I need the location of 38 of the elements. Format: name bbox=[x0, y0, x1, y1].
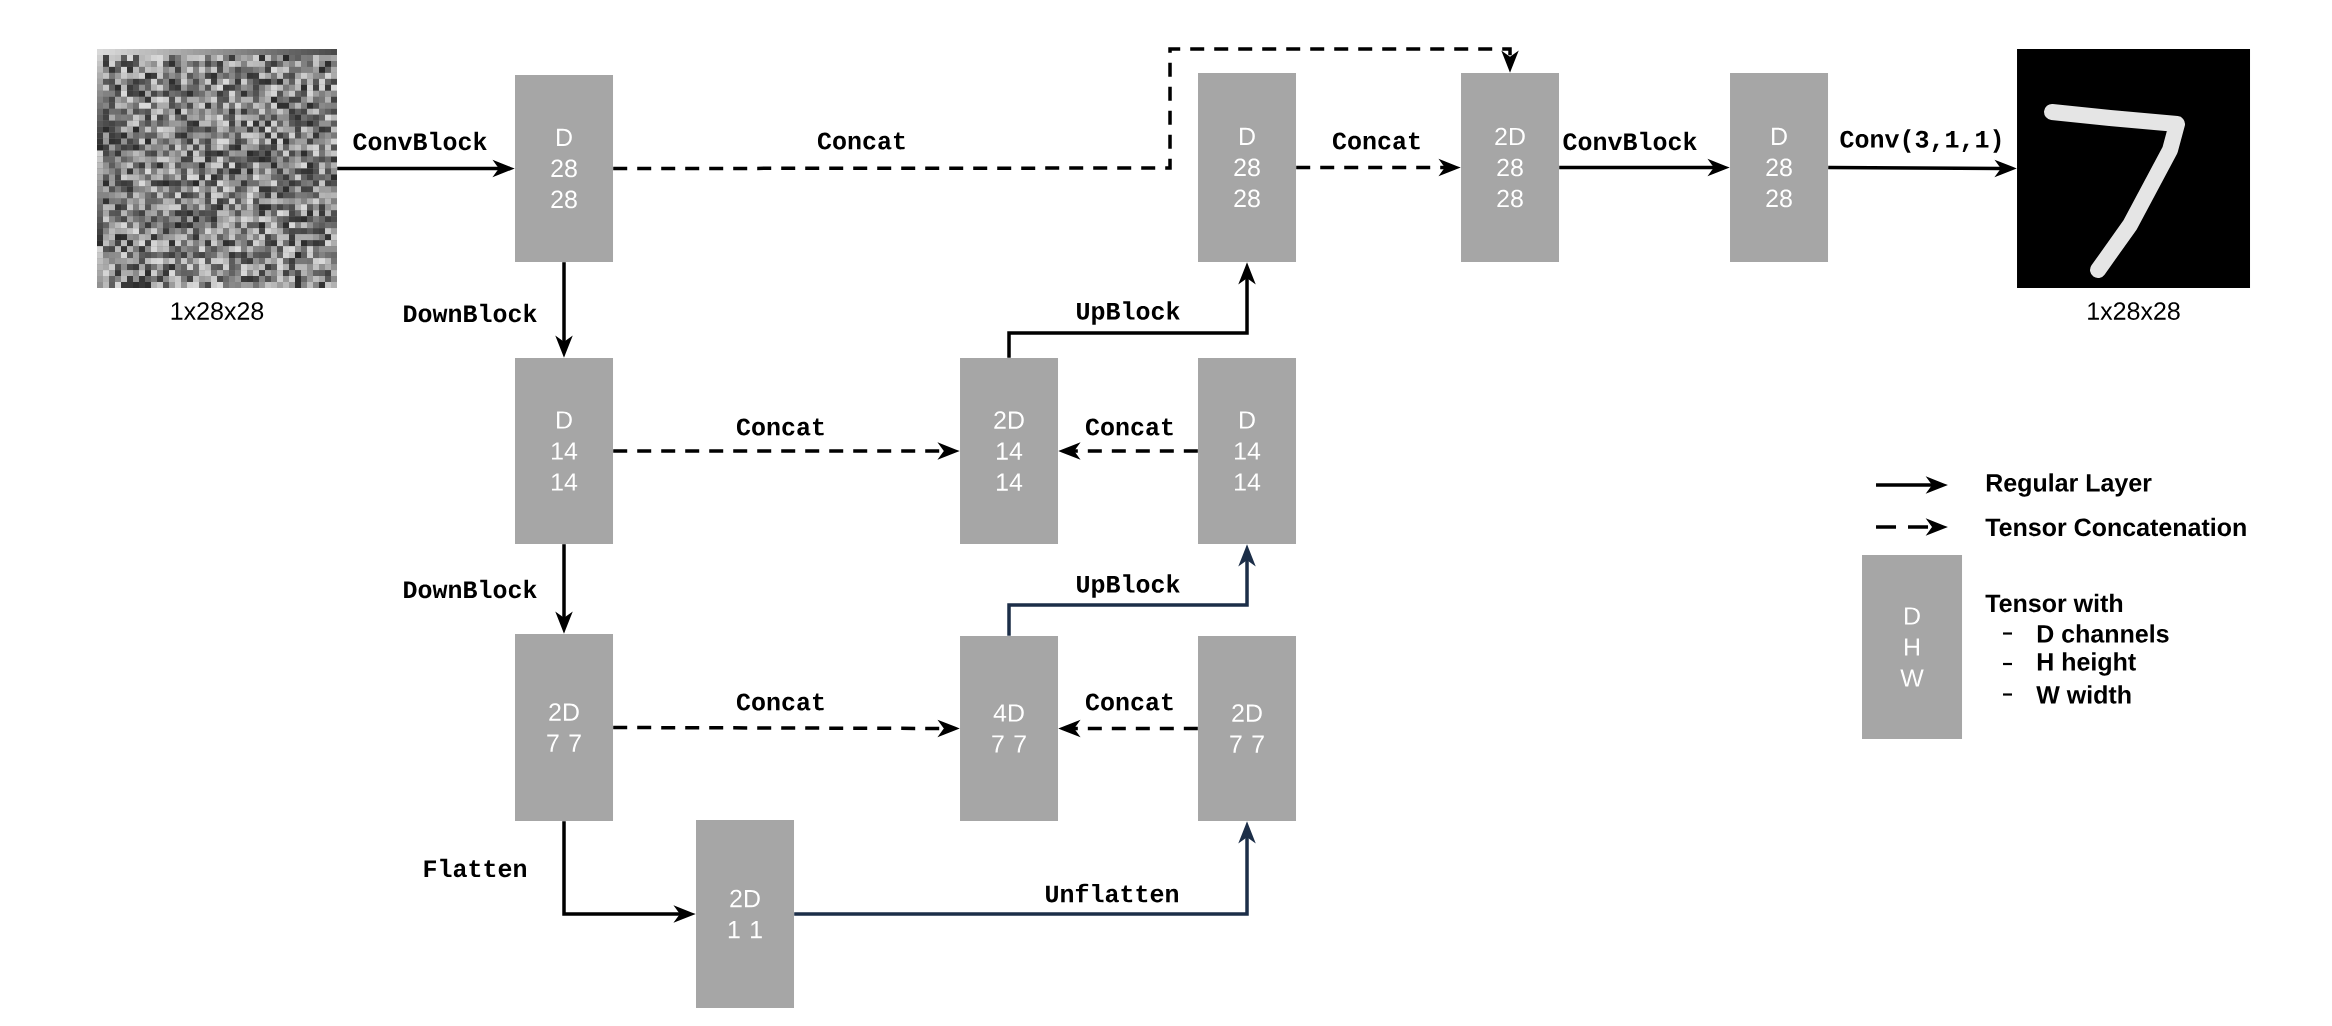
tensor-box: 2D 1 1 bbox=[696, 820, 794, 1008]
tensor-box: 2D 7 7 bbox=[1198, 636, 1296, 821]
edge-label: Concat bbox=[1086, 418, 1173, 436]
tensor-box: 2D 28 28 bbox=[1461, 73, 1559, 262]
legend-text: Regular Layer bbox=[1986, 473, 2152, 497]
edge-label: Concat bbox=[1333, 132, 1420, 150]
tensor-box: D 14 14 bbox=[1198, 358, 1296, 544]
tensor-box: 4D 7 7 bbox=[960, 636, 1058, 821]
edge-label: ConvBlock bbox=[353, 131, 487, 151]
edge-label: Concat bbox=[736, 693, 824, 711]
legend-text: Tensor Concatenation bbox=[1985, 517, 2246, 537]
edge-label: Flatten bbox=[424, 858, 526, 878]
edge-label: ConvBlock bbox=[1563, 131, 1697, 151]
edge-label: DownBlock bbox=[404, 303, 537, 323]
tensor-box: 2D 14 14 bbox=[960, 358, 1058, 544]
edge-label: UpBlock bbox=[1077, 574, 1180, 598]
edge-label: Concat bbox=[1086, 693, 1173, 711]
edge-label: Concat bbox=[818, 132, 905, 150]
edge-label: Unflatten bbox=[1046, 883, 1178, 903]
edge-label: Concat bbox=[736, 418, 824, 436]
tensor-box: D 28 28 bbox=[515, 75, 613, 262]
image-caption: 1x28x28 bbox=[2088, 302, 2180, 320]
edge-label: Conv(3,1,1) bbox=[1840, 129, 2001, 153]
bullet-text: D channels bbox=[2003, 624, 2169, 643]
tensor-box: 2D 7 7 bbox=[515, 634, 613, 821]
arrow bbox=[613, 47, 1519, 171]
digit-image bbox=[2017, 49, 2250, 288]
edge-label: UpBlock bbox=[1077, 301, 1180, 325]
tensor-box: D 28 28 bbox=[1198, 73, 1296, 262]
bullet-text: W width bbox=[2003, 685, 2131, 704]
tensor-box: D 14 14 bbox=[515, 358, 613, 544]
edge-label: DownBlock bbox=[404, 579, 537, 599]
bullet-text: H height bbox=[2003, 652, 2136, 676]
image-caption: 1x28x28 bbox=[171, 302, 264, 320]
legend-tensor-box: D H W bbox=[1862, 555, 1962, 739]
legend-text: Tensor with bbox=[1985, 593, 2123, 613]
tensor-box: D 28 28 bbox=[1730, 73, 1828, 262]
noise-image bbox=[97, 49, 337, 288]
